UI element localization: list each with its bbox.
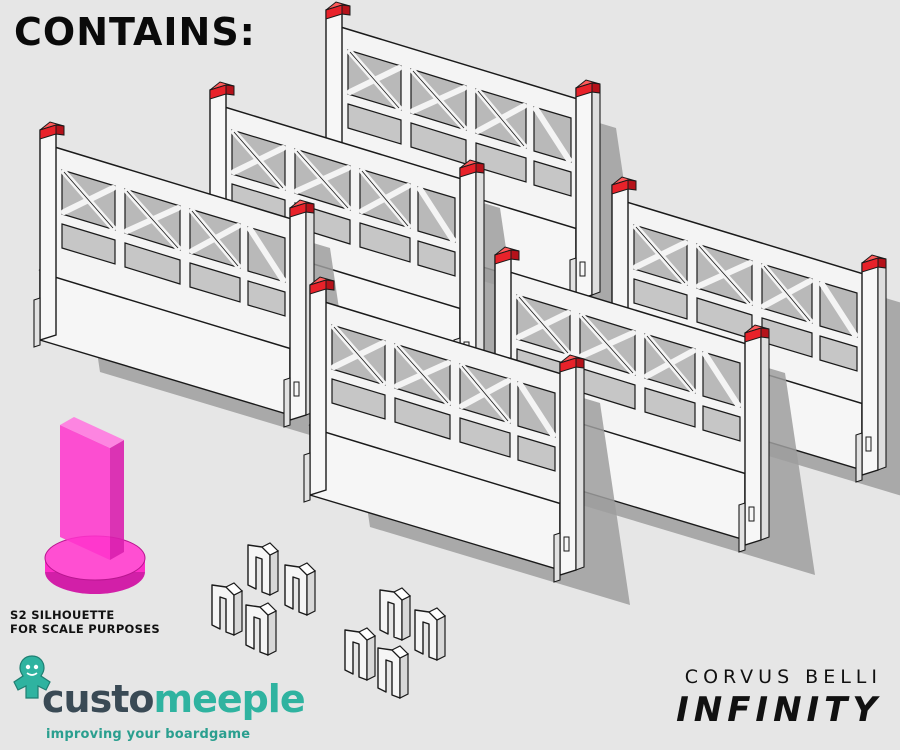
caption-line-1: S2 SILHOUETTE <box>10 608 115 622</box>
custommeeple-logo: customeeple improving your boardgame <box>10 650 306 745</box>
custommeeple-wordmark: customeeple <box>42 677 306 721</box>
connector-clip-icon <box>284 562 316 616</box>
infinity-wordmark: INFINITY <box>676 690 882 730</box>
meeple-mascot-icon <box>13 655 51 699</box>
corvus-belli-wordmark: CORVUS BELLI <box>684 666 882 688</box>
caption-line-2: FOR SCALE PURPOSES <box>10 622 160 636</box>
connector-clip-icon <box>245 602 277 656</box>
silhouette-caption: S2 SILHOUETTE FOR SCALE PURPOSES <box>10 608 160 636</box>
custommeeple-tagline: improving your boardgame <box>46 727 251 742</box>
connector-clip-icon <box>211 582 243 636</box>
connector-clip-icon <box>344 627 376 681</box>
connector-clip-icon <box>247 542 279 596</box>
wordmark-part-1: custo <box>42 677 154 721</box>
connector-clip-icon <box>377 645 409 699</box>
wordmark-part-2: meeple <box>153 677 305 721</box>
page-title: CONTAINS: <box>14 10 256 54</box>
connector-clip-icon <box>414 607 446 661</box>
connector-clip-icon <box>379 587 411 641</box>
s2-silhouette-icon <box>44 417 146 594</box>
corvus-belli-logo: CORVUS BELLI INFINITY <box>622 666 882 746</box>
